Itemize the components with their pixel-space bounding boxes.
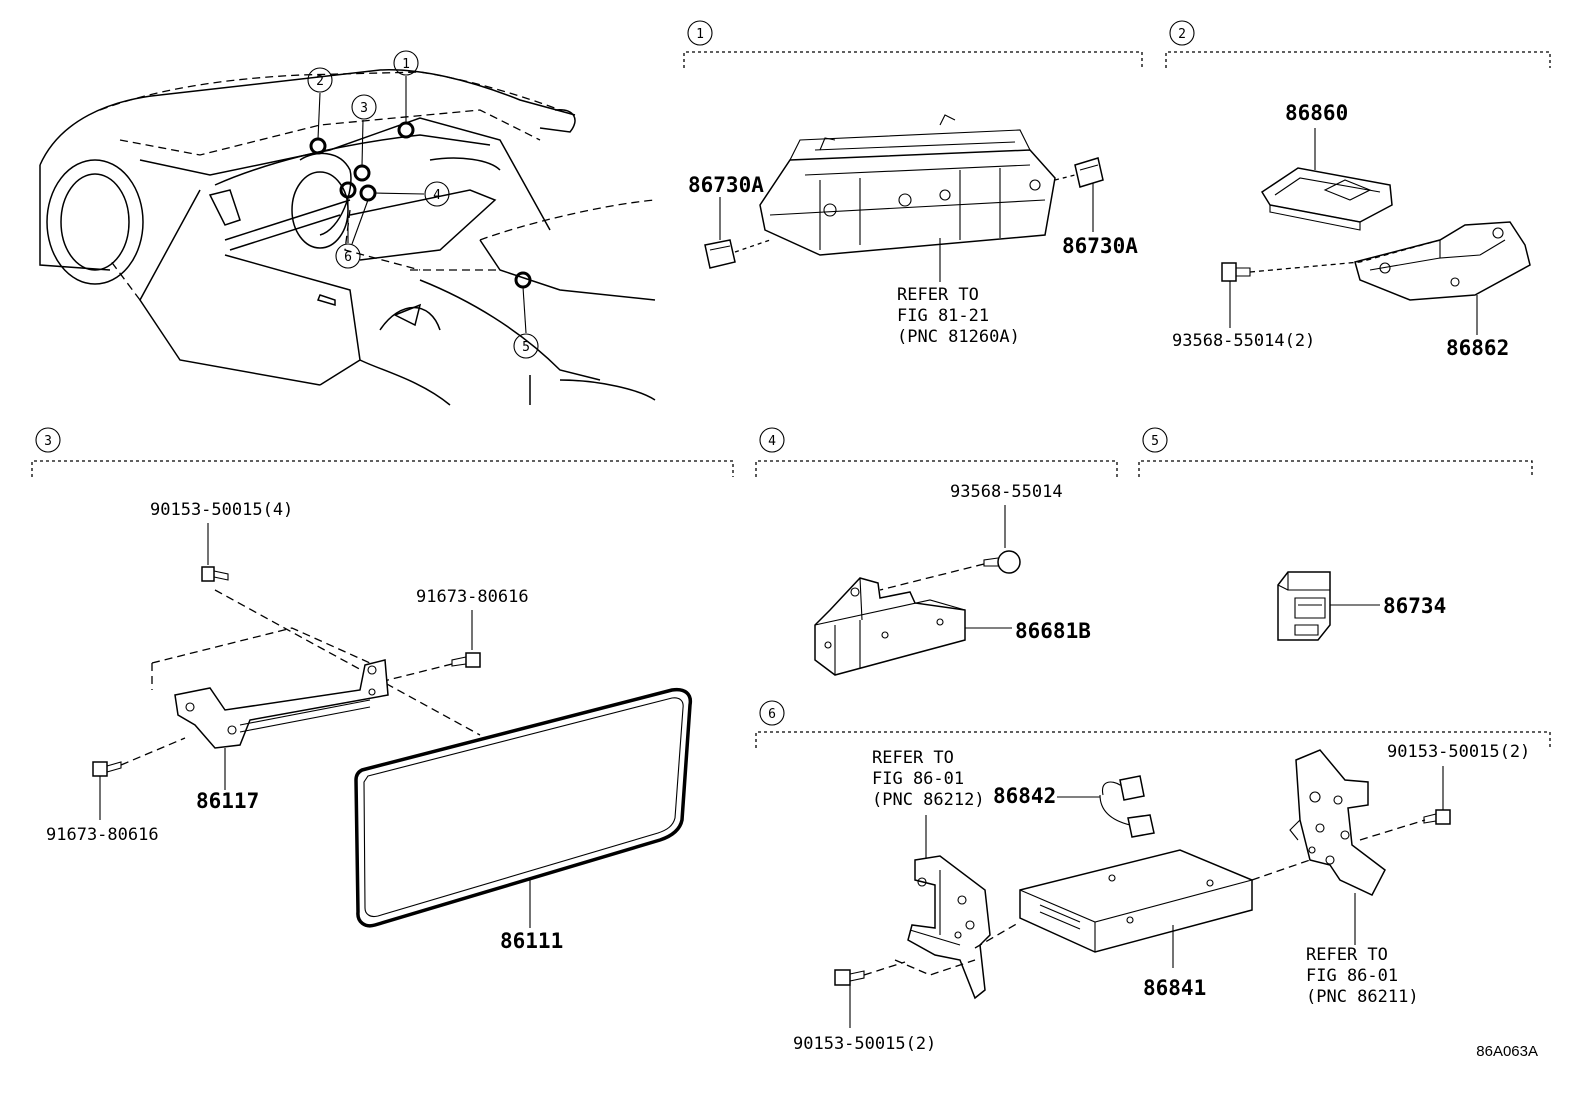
part-86730A-right-label: 86730A	[1062, 234, 1138, 258]
section-4-number: 4	[768, 434, 776, 449]
callout-1	[393, 50, 419, 76]
bolt-90153-50015-left-s6	[834, 969, 865, 986]
part-86111-label: 86111	[500, 929, 563, 953]
s6-ref-left-line1: REFER TO	[872, 748, 954, 768]
callout-4	[424, 181, 450, 207]
section-4-badge	[759, 427, 785, 453]
part-86734-label: 86734	[1383, 594, 1446, 618]
ecu-86860	[1260, 167, 1393, 231]
section-5-number: 5	[1151, 434, 1159, 449]
part-86862-label: 86862	[1446, 336, 1509, 360]
wire-86842	[1099, 775, 1155, 838]
section-2: 2 86860 93568-55014(2) 86862	[1165, 20, 1551, 360]
location-4	[359, 184, 377, 202]
s1-ref-line2: FIG 81-21	[897, 306, 989, 326]
overhead-console	[759, 114, 1056, 256]
s6-ref-right-line3: (PNC 86211)	[1306, 987, 1419, 1007]
s6-ref-left-line2: FIG 86-01	[872, 769, 964, 789]
bolt-91673-80616-right	[451, 652, 481, 668]
s6-ref-right-line1: REFER TO	[1306, 945, 1388, 965]
connector-86730A-left	[704, 239, 736, 269]
part-86841-label: 86841	[1143, 976, 1206, 1000]
part-86842-label: 86842	[993, 784, 1056, 808]
part-86117-label: 86117	[196, 789, 259, 813]
section-6-number: 6	[768, 707, 776, 722]
module-86841	[1019, 849, 1253, 953]
callout-3	[351, 94, 377, 120]
location-3	[353, 164, 371, 182]
bolt-93568-55014-s4	[983, 550, 1021, 574]
part-90153-50015-2-left-label: 90153-50015(2)	[793, 1034, 936, 1054]
bolt-90153-50015-right-s6	[1423, 809, 1451, 825]
unit-86681B	[814, 577, 966, 676]
callout-6	[335, 243, 361, 269]
bracket-86117	[151, 627, 389, 749]
display-86111	[354, 687, 693, 928]
bolt-93568-55014-s2	[1221, 262, 1251, 282]
location-1	[397, 121, 415, 139]
section-5-badge	[1142, 427, 1168, 453]
bolt-90153-50015-s3	[201, 566, 229, 582]
part-91673-80616-left-label: 91673-80616	[46, 825, 159, 845]
section-3-number: 3	[44, 434, 52, 449]
section-5: 5 86734	[1138, 427, 1533, 641]
callout-5	[513, 333, 539, 359]
s1-ref-line1: REFER TO	[897, 285, 979, 305]
part-91673-80616-right-label: 91673-80616	[416, 587, 529, 607]
bracket-pnc-86212	[907, 855, 991, 1000]
callout-5-label: 5	[522, 340, 530, 355]
s6-ref-left-line3: (PNC 86212)	[872, 790, 985, 810]
part-90153-50015-4-label: 90153-50015(4)	[150, 500, 293, 520]
s1-ref-line3: (PNC 81260A)	[897, 327, 1020, 347]
location-2	[309, 137, 327, 155]
part-93568-55014-2-label: 93568-55014(2)	[1172, 331, 1315, 351]
callout-3-label: 3	[360, 101, 368, 116]
bracket-86862	[1354, 221, 1531, 301]
part-93568-55014-label: 93568-55014	[950, 482, 1063, 502]
section-4: 4 93568-55014 86681B	[755, 427, 1118, 676]
section-2-badge	[1169, 20, 1195, 46]
section-6-badge	[759, 700, 785, 726]
bracket-pnc-86211	[1289, 749, 1386, 896]
bolt-91673-80616-left	[92, 761, 122, 777]
section-2-number: 2	[1178, 27, 1186, 42]
section-1-badge	[687, 20, 713, 46]
switch-86734	[1277, 571, 1331, 641]
part-86860-label: 86860	[1285, 101, 1348, 125]
connector-86730A-right	[1074, 157, 1104, 188]
section-3: 3 90153-50015(4) 91673-80616	[31, 427, 734, 953]
part-86681B-label: 86681B	[1015, 619, 1091, 643]
callout-2	[307, 67, 333, 93]
callout-4-label: 4	[433, 188, 441, 203]
s6-ref-right-line2: FIG 86-01	[1306, 966, 1398, 986]
section-1-number: 1	[696, 27, 704, 42]
overview-callouts: 1 2 3 4 5 6	[307, 50, 539, 359]
section-6: 6 REFER TO FIG 86-01 (PNC 86212) 90153-5…	[755, 700, 1551, 1054]
part-90153-50015-2-right-label: 90153-50015(2)	[1387, 742, 1530, 762]
callout-6-label: 6	[344, 250, 352, 265]
figure-code: 86A063A	[1476, 1043, 1538, 1060]
section-1: 1 86730A	[683, 20, 1143, 347]
part-86730A-left-label: 86730A	[688, 173, 764, 197]
section-3-badge	[35, 427, 61, 453]
callout-2-label: 2	[316, 74, 324, 89]
callout-1-label: 1	[402, 57, 410, 72]
